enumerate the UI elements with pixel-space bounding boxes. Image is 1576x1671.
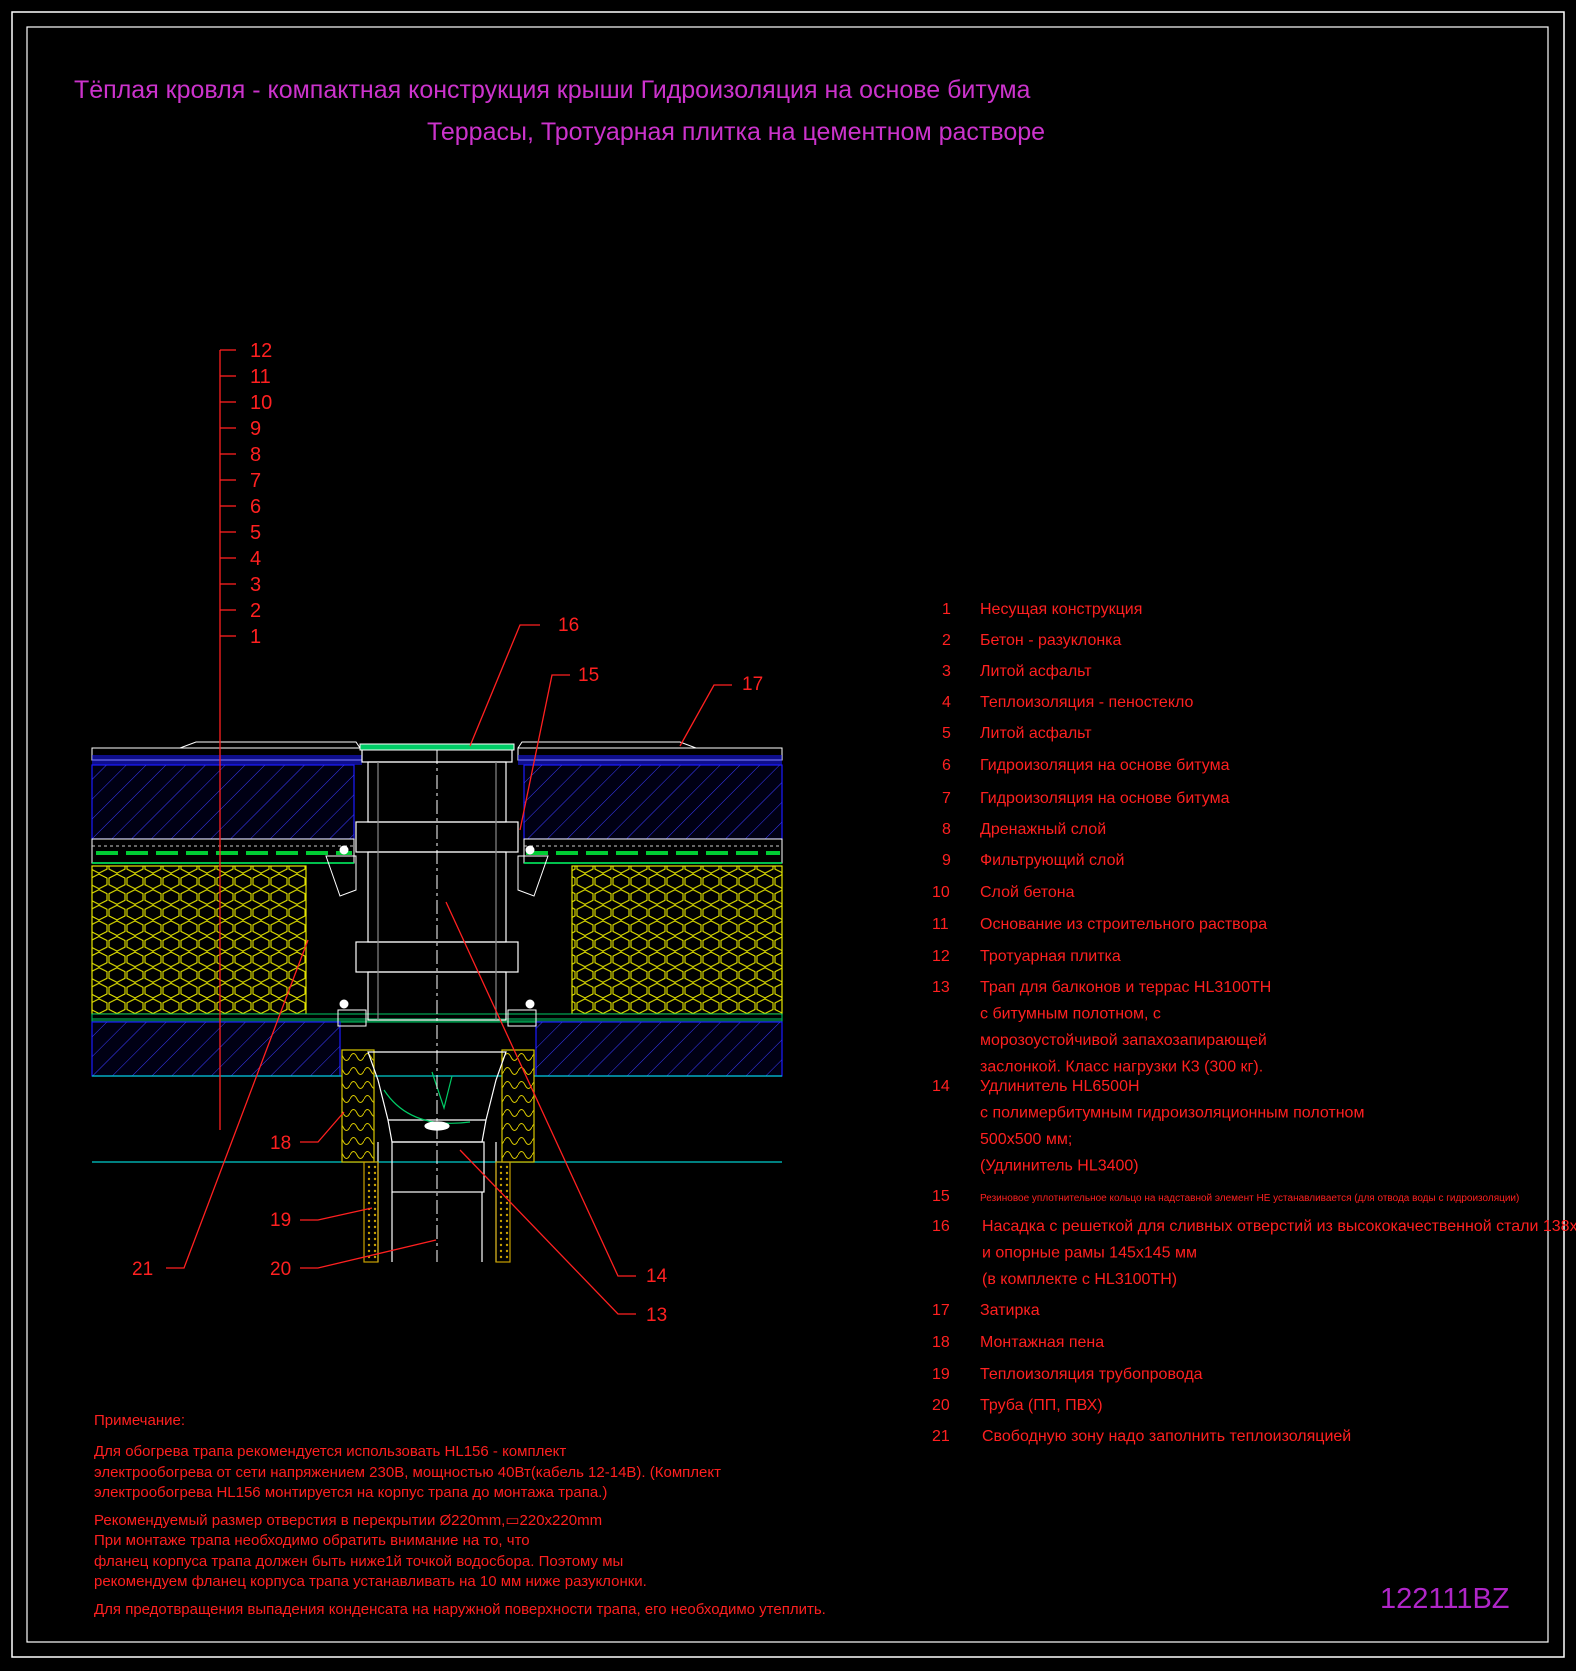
legend-text: Дренажный слой — [980, 821, 1106, 838]
legend-number: 5 — [942, 725, 951, 742]
layer-number: 4 — [250, 548, 261, 570]
legend-text: Теплоизоляция - пеностекло — [980, 694, 1194, 711]
legend-text: Литой асфальт — [980, 663, 1092, 680]
note-line: электрообогрева от сети напряжением 230В… — [94, 1464, 721, 1481]
notes: Примечание: Для обогрева трапа рекоменду… — [94, 1412, 826, 1618]
layer-number: 7 — [250, 470, 261, 492]
legend-text: (Удлинитель HL3400) — [980, 1158, 1139, 1175]
note-line: При монтаже трапа необходимо обратить вн… — [94, 1532, 530, 1549]
legend-text: (в комплекте с HL3100TH) — [982, 1271, 1177, 1288]
callout-19: 19 — [270, 1210, 291, 1231]
legend-text: морозоустойчивой запахозапирающей — [980, 1032, 1267, 1049]
legend-text: Насадка с решеткой для сливных отверстий… — [982, 1218, 1576, 1235]
legend-text: Затирка — [980, 1302, 1040, 1319]
legend-text: с битумным полотном, с — [980, 1006, 1161, 1023]
drawing-code: 122111BZ — [1380, 1583, 1510, 1615]
legend-text: Слой бетона — [980, 884, 1075, 901]
legend-text: Гидроизоляция на основе битума — [980, 790, 1230, 807]
legend-text: Трап для балконов и террас HL3100TH — [980, 979, 1271, 996]
grate — [359, 743, 515, 751]
legend-text: Свободную зону надо заполнить теплоизоля… — [982, 1428, 1351, 1445]
legend-number: 13 — [932, 979, 950, 996]
layer-number: 12 — [250, 340, 272, 362]
title-line-2: Террасы, Тротуарная плитка на цементном … — [427, 118, 1045, 146]
note-line: Для предотвращения выпадения конденсата … — [94, 1601, 826, 1618]
legend-number: 11 — [932, 916, 949, 933]
legend-number: 2 — [942, 632, 951, 649]
legend-number: 17 — [932, 1302, 950, 1319]
legend-text: с полимербитумным гидроизоляционным поло… — [980, 1105, 1364, 1122]
legend-text: Труба (ПП, ПВХ) — [980, 1397, 1103, 1414]
legend-number: 4 — [942, 694, 951, 711]
note-line: Для обогрева трапа рекомендуется использ… — [94, 1443, 566, 1460]
legend-text: 500x500 мм; — [980, 1131, 1072, 1148]
callout-leaders — [166, 624, 732, 1315]
callout-numbers: 16 15 17 18 19 20 21 14 13 — [132, 615, 763, 1326]
legend-number: 21 — [932, 1428, 950, 1445]
flange-clamps — [325, 845, 549, 1027]
layer-number: 3 — [250, 574, 261, 596]
roof-section — [91, 349, 783, 1315]
legend-text: Резиновое уплотнительное кольцо на надст… — [980, 1193, 1519, 1204]
legend-text: Основание из строительного раствора — [980, 916, 1267, 933]
legend-text: и опорные рамы 145x145 мм — [982, 1245, 1197, 1262]
legend-number: 15 — [932, 1188, 950, 1205]
legend-number: 14 — [932, 1078, 950, 1095]
legend-text: Гидроизоляция на основе битума — [980, 757, 1230, 774]
legend-text: Литой асфальт — [980, 725, 1092, 742]
callout-16: 16 — [558, 615, 579, 636]
drain-body — [355, 747, 519, 1021]
title-line-1: Тёплая кровля - компактная конструкция к… — [74, 76, 1031, 104]
legend-number: 9 — [942, 852, 951, 869]
note-line: электрообогрева HL156 монтируется на кор… — [94, 1484, 607, 1501]
legend-text: Бетон - разуклонка — [980, 632, 1122, 649]
legend-text: Несущая конструкция — [980, 601, 1142, 618]
legend-text: Тротуарная плитка — [980, 948, 1121, 965]
outer-frame — [11, 11, 1565, 1658]
legend-number: 1 — [942, 601, 951, 618]
legend-number: 19 — [932, 1366, 950, 1383]
callout-14: 14 — [646, 1266, 668, 1287]
layer-number: 6 — [250, 496, 261, 518]
layer-number: 8 — [250, 444, 261, 466]
layer-number: 1 — [250, 626, 261, 648]
callout-21: 21 — [132, 1259, 153, 1280]
legend-number: 20 — [932, 1397, 950, 1414]
legend-number: 16 — [932, 1218, 950, 1235]
legend-number: 18 — [932, 1334, 950, 1351]
layer-number: 2 — [250, 600, 261, 622]
note-line: фланец корпуса трапа должен быть ниже1й … — [94, 1553, 623, 1570]
legend-number: 7 — [942, 790, 951, 807]
callout-15: 15 — [578, 665, 599, 686]
legend-text: заслонкой. Класс нагрузки К3 (300 кг). — [980, 1059, 1263, 1076]
callout-20: 20 — [270, 1259, 291, 1280]
note-line: Рекомендуемый размер отверстия в перекры… — [94, 1512, 602, 1529]
legend-number: 12 — [932, 948, 950, 965]
legend-text: Теплоизоляция трубопровода — [980, 1366, 1203, 1383]
legend-text: Монтажная пена — [980, 1334, 1104, 1351]
layer-numbers: 12 11 10 9 8 7 6 5 4 3 2 1 — [250, 340, 272, 648]
layer-number: 5 — [250, 522, 261, 544]
inner-frame — [26, 26, 1549, 1643]
callout-13: 13 — [646, 1305, 667, 1326]
legend-number: 10 — [932, 884, 950, 901]
layer-number: 9 — [250, 418, 261, 440]
legend-number: 6 — [942, 757, 951, 774]
notes-heading: Примечание: — [94, 1412, 185, 1429]
layer-ticks — [220, 349, 236, 637]
callout-18: 18 — [270, 1133, 291, 1154]
layer-number: 11 — [250, 366, 271, 388]
legend: 1 Несущая конструкция 2 Бетон - разуклонка 3… — [932, 601, 1576, 1445]
outlet-pipe — [363, 1141, 511, 1263]
callout-17: 17 — [742, 674, 763, 695]
legend-text: Фильтрующий слой — [980, 852, 1124, 869]
legend-number: 3 — [942, 663, 951, 680]
note-line: рекомендуем фланец корпуса трапа устанав… — [94, 1573, 647, 1590]
layer-number: 10 — [250, 392, 272, 414]
legend-number: 8 — [942, 821, 951, 838]
legend-text: Удлинитель HL6500H — [980, 1078, 1140, 1095]
